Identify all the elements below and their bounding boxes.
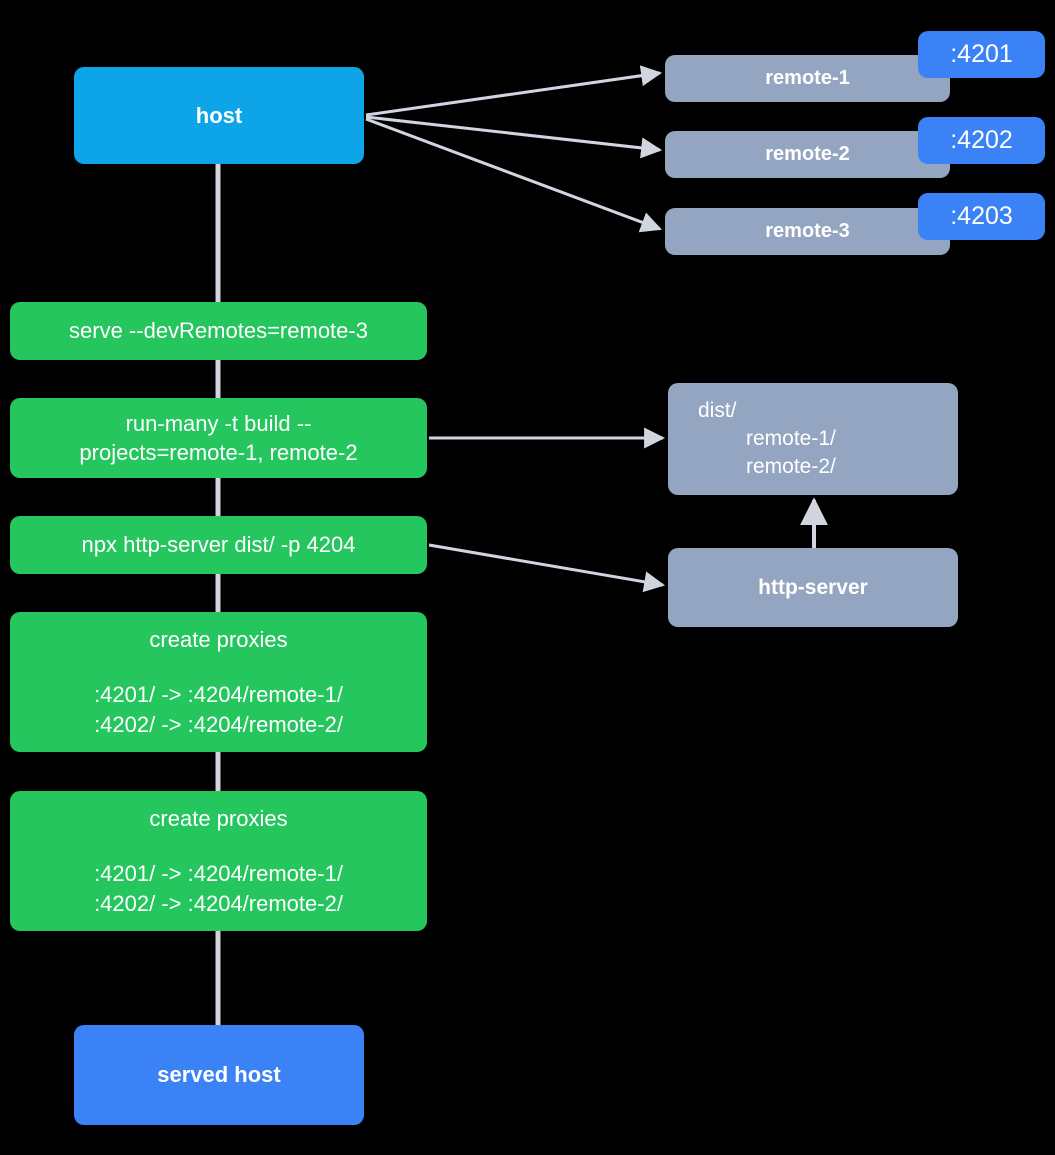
node-remote-3[interactable]: remote-3	[665, 208, 950, 255]
node-served-host-label: served host	[157, 1062, 281, 1088]
node-host-label: host	[195, 102, 243, 128]
node-create-proxies-2-line-1: :4201/ -> :4204/remote-1/	[94, 861, 343, 887]
node-remote-1-label: remote-1	[765, 67, 850, 90]
node-create-proxies-2-line-2: :4202/ -> :4204/remote-2/	[94, 890, 343, 916]
node-dist-directory-line-3: remote-2/	[746, 454, 836, 478]
node-create-proxies-1-title: create proxies	[149, 627, 288, 653]
badge-remote-1-port-label: :4201	[950, 40, 1013, 68]
badge-remote-2-port-label: :4202	[950, 126, 1013, 154]
node-remote-1[interactable]: remote-1	[665, 55, 950, 102]
edge-host-to-remote-2	[365, 115, 663, 159]
node-remote-2[interactable]: remote-2	[665, 131, 950, 178]
edge-host-to-remote-1	[365, 65, 663, 117]
node-remote-2-label: remote-2	[765, 143, 850, 166]
badge-remote-3-port-label: :4203	[950, 202, 1013, 230]
node-host[interactable]: host	[74, 67, 364, 164]
node-run-many-command-line-1: run-many -t build --	[125, 410, 312, 436]
node-create-proxies-2[interactable]: create proxies :4201/ -> :4204/remote-1/…	[10, 791, 427, 931]
badge-remote-2-port: :4202	[918, 117, 1045, 164]
node-served-host[interactable]: served host	[74, 1025, 364, 1125]
node-http-server-label: http-server	[758, 575, 868, 599]
node-create-proxies-1-line-1: :4201/ -> :4204/remote-1/	[94, 682, 343, 708]
edge-host-to-remote-3	[365, 117, 662, 233]
node-npx-http-server-command[interactable]: npx http-server dist/ -p 4204	[10, 516, 427, 574]
node-dist-directory-line-1: dist/	[698, 399, 737, 423]
node-run-many-command[interactable]: run-many -t build -- projects=remote-1, …	[10, 398, 427, 478]
node-http-server[interactable]: http-server	[668, 548, 958, 627]
node-remote-3-label: remote-3	[765, 220, 850, 243]
node-dist-directory-line-2: remote-1/	[746, 427, 836, 451]
edge-npx-to-http-server	[428, 543, 666, 593]
node-create-proxies-2-title: create proxies	[149, 806, 288, 832]
badge-remote-3-port: :4203	[918, 193, 1045, 240]
node-serve-command[interactable]: serve --devRemotes=remote-3	[10, 302, 427, 360]
node-run-many-command-line-2: projects=remote-1, remote-2	[79, 440, 358, 465]
node-create-proxies-1[interactable]: create proxies :4201/ -> :4204/remote-1/…	[10, 612, 427, 752]
node-dist-directory-body: dist/ remote-1/ remote-2/	[668, 397, 958, 480]
node-dist-directory[interactable]: dist/ remote-1/ remote-2/	[668, 383, 958, 495]
node-serve-command-label: serve --devRemotes=remote-3	[69, 318, 368, 344]
node-create-proxies-1-line-2: :4202/ -> :4204/remote-2/	[94, 711, 343, 737]
node-npx-http-server-command-label: npx http-server dist/ -p 4204	[81, 532, 356, 558]
badge-remote-1-port: :4201	[918, 31, 1045, 78]
